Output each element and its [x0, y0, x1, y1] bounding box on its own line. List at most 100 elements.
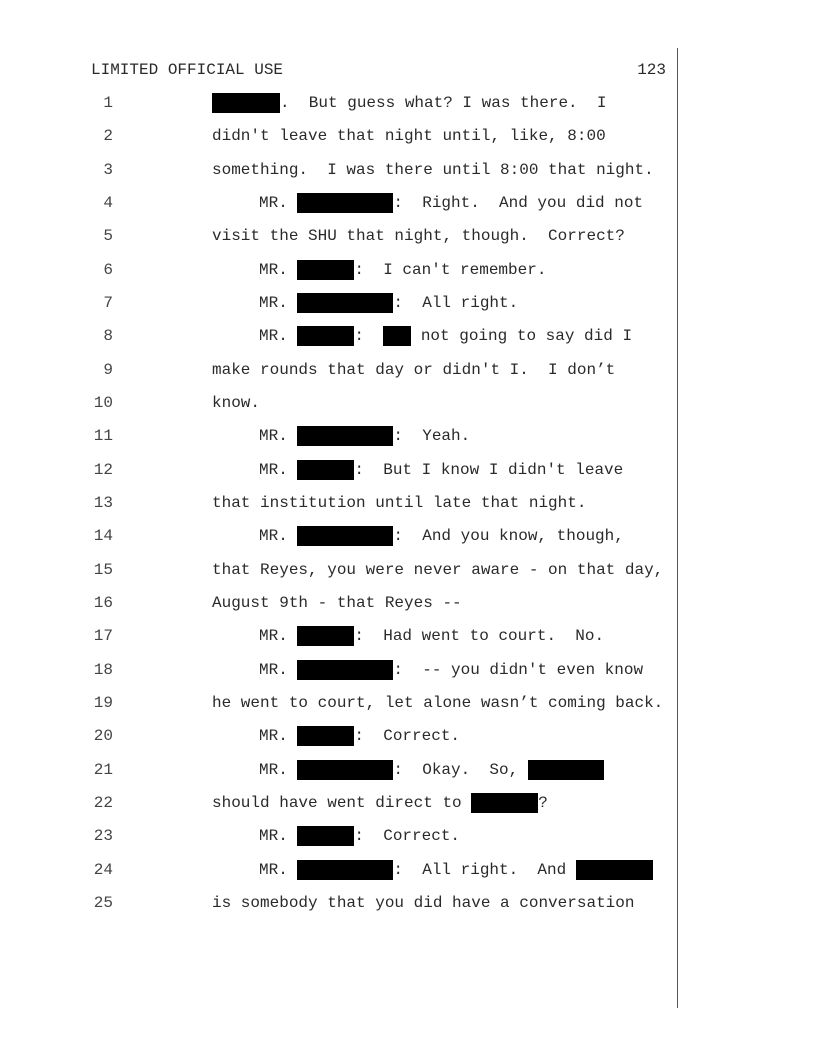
line-number: 16 — [93, 593, 113, 612]
line-number: 17 — [93, 627, 113, 646]
line-number: 18 — [93, 660, 113, 679]
line-text: : Yeah. — [393, 427, 471, 446]
transcript-line: 21 MR. : Okay. So, — [0, 759, 816, 793]
line-number: 23 — [93, 827, 113, 846]
transcript-line: 10 know. — [0, 393, 816, 426]
line-number: 4 — [103, 193, 113, 212]
speaker-prefix: MR. — [259, 260, 298, 279]
speaker-prefix: MR. — [259, 827, 298, 846]
redaction-box — [212, 93, 280, 113]
line-text: make rounds that day or didn't I. I don’… — [212, 360, 616, 379]
line-text: : Had went to court. No. — [354, 627, 605, 646]
transcript-line: 6 MR. : I can't remember. — [0, 259, 816, 293]
redaction-box — [297, 259, 355, 280]
line-text: : — [354, 327, 384, 346]
line-text: : All right. — [393, 293, 519, 312]
transcript-line: 2 didn't leave that night until, like, 8:… — [0, 126, 816, 159]
line-text: : Correct. — [354, 827, 461, 846]
line-text: know. — [212, 393, 261, 412]
line-number: 25 — [93, 893, 113, 912]
line-text: : -- you didn't even know — [393, 660, 644, 679]
redaction-box — [297, 326, 355, 347]
speaker-prefix: MR. — [259, 760, 298, 779]
line-text: should have went direct to — [212, 793, 472, 812]
line-number: 3 — [103, 160, 113, 179]
line-number: 13 — [93, 493, 113, 512]
redaction-box — [527, 759, 604, 780]
speaker-prefix: MR. — [259, 427, 298, 446]
line-number: 2 — [103, 127, 113, 146]
speaker-prefix: MR. — [259, 293, 298, 312]
line-text: is somebody that you did have a conversa… — [212, 893, 635, 912]
line-text: he went to court, let alone wasn’t comin… — [212, 693, 664, 712]
speaker-prefix: MR. — [259, 193, 298, 212]
classification-header: LIMITED OFFICIAL USE — [91, 61, 284, 79]
line-text: visit the SHU that night, though. Correc… — [212, 227, 625, 246]
line-text: : Correct. — [354, 727, 461, 746]
line-number: 12 — [93, 460, 113, 479]
line-number: 5 — [103, 227, 113, 246]
line-number: 15 — [93, 560, 113, 579]
speaker-prefix: MR. — [259, 727, 298, 746]
transcript-line: 17 MR. : Had went to court. No. — [0, 626, 816, 659]
speaker-prefix: MR. — [259, 627, 298, 646]
transcript-line: 15 that Reyes, you were never aware - on … — [0, 560, 816, 593]
speaker-prefix: MR. — [259, 460, 298, 479]
transcript-line: 4 MR. : Right. And you did not — [0, 192, 816, 226]
line-number: 20 — [93, 727, 113, 746]
redaction-box — [297, 759, 394, 780]
redaction-box — [383, 326, 412, 347]
line-number: 14 — [93, 527, 113, 546]
speaker-prefix: MR. — [259, 527, 298, 546]
redaction-box — [297, 192, 394, 213]
line-text: that institution until late that night. — [212, 493, 587, 512]
transcript-line: 5 visit the SHU that night, though. Corre… — [0, 226, 816, 259]
redaction-box — [575, 859, 653, 880]
transcript-line: 9 make rounds that day or didn't I. I don… — [0, 360, 816, 393]
line-text: that Reyes, you were never aware - on th… — [212, 560, 664, 579]
line-text: : Right. And you did not — [393, 193, 644, 212]
redaction-box — [297, 826, 355, 847]
line-number: 21 — [93, 760, 113, 779]
speaker-prefix: MR. — [259, 860, 298, 879]
line-text: didn't leave that night until, like, 8:0… — [212, 127, 606, 146]
line-text: August 9th - that Reyes -- — [212, 593, 462, 612]
line-number: 11 — [93, 427, 113, 446]
redaction-box — [297, 859, 394, 880]
transcript-lines: 1 . But guess what? I was there. I 2 didn'… — [0, 93, 816, 926]
line-text: : Okay. So, — [393, 760, 528, 779]
line-number: 1 — [103, 94, 113, 112]
line-number: 7 — [103, 293, 113, 312]
speaker-prefix: MR. — [259, 327, 298, 346]
transcript-line: 20 MR. : Correct. — [0, 726, 816, 759]
redaction-box — [297, 459, 355, 480]
redaction-box — [297, 526, 394, 547]
margin-rule — [677, 48, 678, 1008]
redaction-box — [471, 792, 539, 813]
redaction-box — [297, 726, 355, 747]
line-number: 9 — [103, 360, 113, 379]
redaction-box — [297, 659, 394, 680]
line-number: 19 — [93, 693, 113, 712]
line-text: ? — [538, 793, 548, 812]
line-text: not going to say did I — [411, 327, 633, 346]
transcript-line: 23 MR. : Correct. — [0, 826, 816, 859]
transcript-line: 14 MR. : And you know, though, — [0, 526, 816, 559]
transcript-line: 19 he went to court, let alone wasn’t com… — [0, 693, 816, 726]
redaction-box — [297, 426, 394, 447]
transcript-line: 7 MR. : All right. — [0, 292, 816, 326]
line-text: : I can't remember. — [354, 260, 547, 279]
line-number: 22 — [93, 793, 113, 812]
line-number: 24 — [93, 860, 113, 879]
line-text: . But guess what? I was there. I — [280, 94, 607, 112]
redaction-box — [297, 626, 355, 647]
line-number: 6 — [103, 260, 113, 279]
line-number: 10 — [93, 393, 113, 412]
transcript-line: 22 should have went direct to ? — [0, 792, 816, 826]
line-text: : And you know, though, — [393, 527, 624, 546]
